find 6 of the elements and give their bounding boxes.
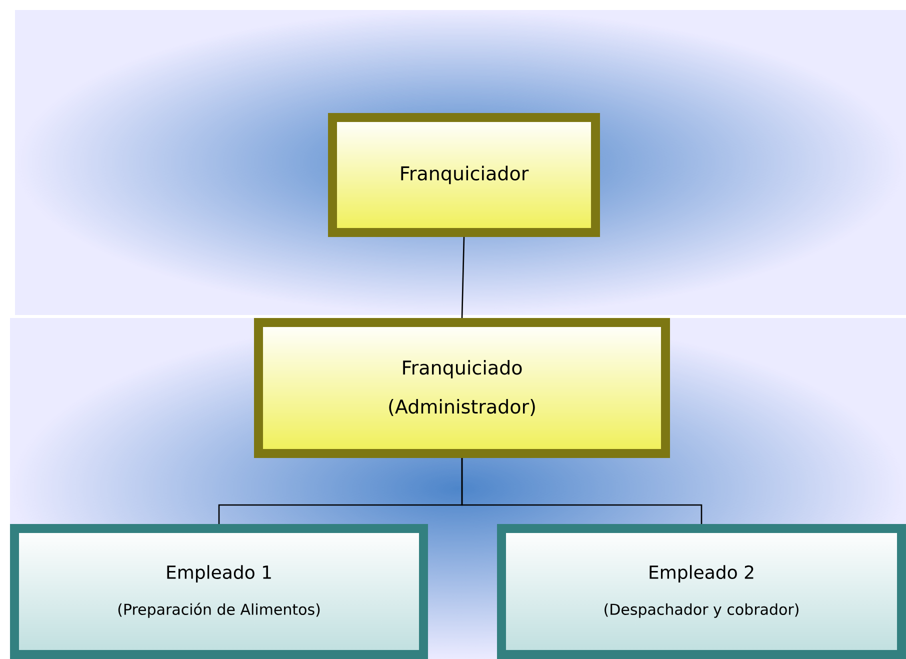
connector-line <box>461 458 702 524</box>
connector-line <box>461 236 465 318</box>
org-box: Empleado 2 (Despachador y cobrador) <box>497 524 906 659</box>
org-box: Empleado 1 (Preparación de Alimentos) <box>10 524 428 659</box>
org-box: Franquiciado (Administrador) <box>254 318 670 458</box>
org-box: Franquiciador <box>328 113 600 237</box>
